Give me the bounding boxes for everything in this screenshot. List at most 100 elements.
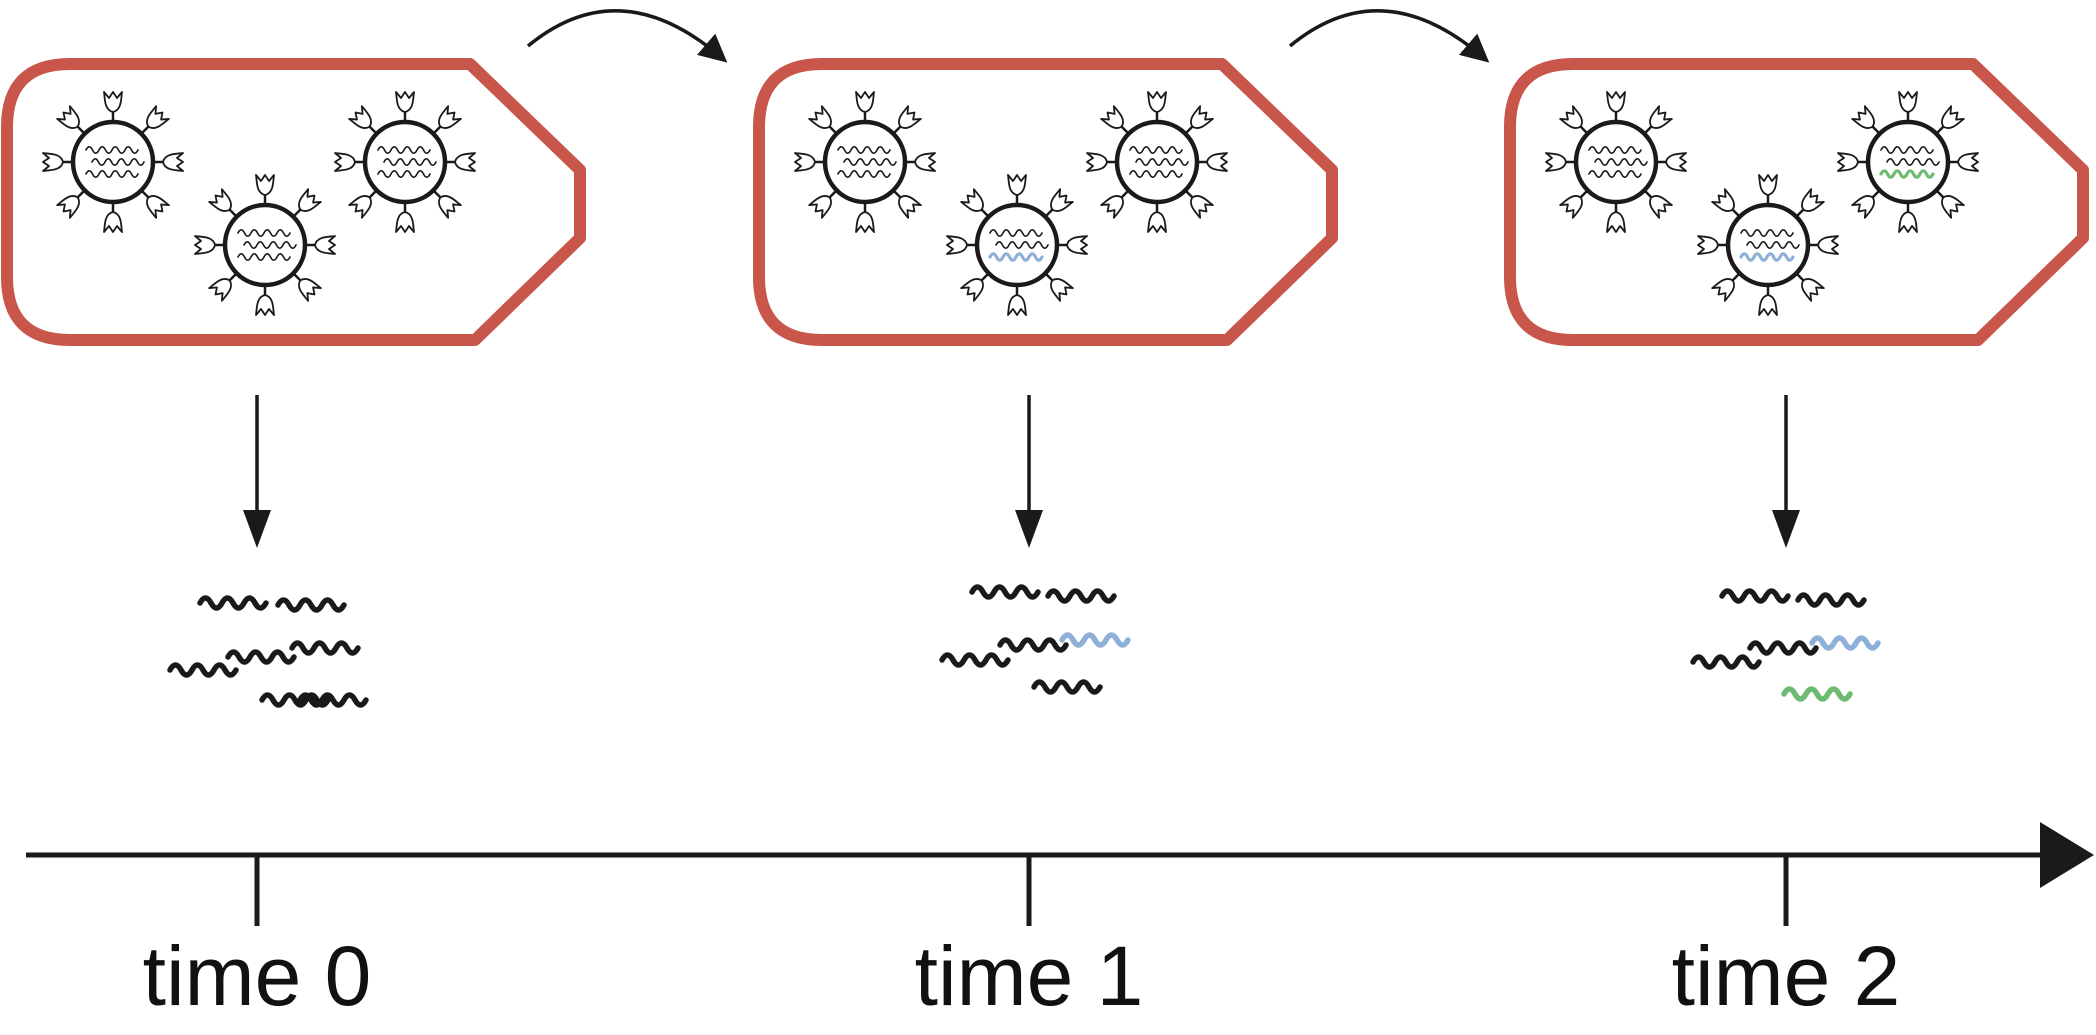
rna-strand-icon (297, 692, 369, 708)
rna-strand-icon (939, 652, 1011, 668)
genome-cluster-t1 (939, 584, 1131, 695)
spike-protein (208, 272, 238, 302)
virus-envelope (1865, 119, 1951, 205)
sample-panel-t1 (753, 58, 1338, 346)
spike-protein (1100, 105, 1130, 135)
extraction-arrows (243, 395, 1800, 548)
sample-panels (1, 58, 2089, 346)
rna-strand-icon (1739, 252, 1795, 262)
virus-envelope (70, 119, 156, 205)
rna-strand-icon (1781, 686, 1853, 702)
time-label-2: time 2 (1672, 929, 1901, 1023)
rna-strand-icon (237, 253, 291, 261)
spike-protein (103, 202, 123, 233)
curved-arrow-icon (1288, 9, 1490, 63)
spike-protein (395, 202, 415, 233)
rna-strand-icon (1747, 640, 1819, 656)
virus-envelope (362, 119, 448, 205)
curved-arrow-icon (526, 9, 728, 63)
rna-strand-icon (377, 170, 431, 178)
rna-strand-icon (1594, 158, 1648, 166)
rna-strand-icon (1135, 158, 1189, 166)
rna-strand-icon (837, 170, 891, 178)
rna-strand-icon (377, 146, 431, 154)
virus-particle-icon (1086, 91, 1228, 233)
spike-protein (1697, 235, 1728, 255)
rna-strand-icon (995, 241, 1049, 249)
rna-strand-icon (383, 158, 437, 166)
rna-strand-icon (1740, 229, 1794, 237)
rna-strand-icon (1031, 679, 1103, 695)
rna-strand-icon (197, 595, 269, 611)
virus-particle-icon (334, 91, 476, 233)
spike-protein (1643, 105, 1673, 135)
genome-cluster-t0 (167, 595, 369, 708)
spike-protein (103, 91, 123, 122)
spike-protein (194, 235, 225, 255)
spike-protein (1758, 174, 1778, 205)
spike-protein (808, 105, 838, 135)
rna-strand-icon (1719, 588, 1791, 604)
rna-strand-icon (1059, 632, 1131, 648)
spike-protein (1808, 235, 1839, 255)
virus-envelope (822, 119, 908, 205)
spike-protein (1197, 152, 1228, 172)
rna-strand-icon (1588, 170, 1642, 178)
rna-strand-icon (837, 146, 891, 154)
virus-particle-icon (1837, 91, 1979, 233)
spike-protein (255, 285, 275, 316)
rna-strand-icon (1795, 592, 1867, 608)
rna-strand-icon (969, 584, 1041, 600)
virus-particle-icon (42, 91, 184, 233)
rna-strand-icon (843, 158, 897, 166)
virus-envelope (1573, 119, 1659, 205)
sample-panel-t2 (1504, 58, 2089, 346)
rna-strand-icon (237, 229, 291, 237)
rna-strand-icon (91, 158, 145, 166)
rna-strand-icon (243, 241, 297, 249)
spike-protein (1656, 152, 1687, 172)
virus-envelope (974, 202, 1060, 288)
spike-protein (905, 152, 936, 172)
rna-strand-icon (1129, 146, 1183, 154)
down-arrow-icon (243, 395, 271, 548)
spike-protein (1007, 285, 1027, 316)
spike-protein (1837, 152, 1868, 172)
down-arrow-icon (1772, 395, 1800, 548)
spike-protein (334, 152, 365, 172)
timeline-arrowhead (2040, 822, 2094, 888)
rna-strand-icon (989, 229, 1043, 237)
rna-strand-icon (275, 597, 347, 613)
spike-protein (1935, 105, 1965, 135)
virus-envelope (1114, 119, 1200, 205)
rna-strand-icon (85, 170, 139, 178)
rna-strand-icon (1809, 635, 1881, 651)
rna-strand-icon (988, 252, 1044, 262)
spike-protein (305, 235, 336, 255)
rna-strand-icon (1690, 654, 1762, 670)
rna-strand-icon (1879, 169, 1935, 179)
virus-particle-icon (794, 91, 936, 233)
spike-protein (1606, 202, 1626, 233)
spike-protein (1147, 202, 1167, 233)
spike-protein (1758, 285, 1778, 316)
rna-strand-icon (225, 649, 297, 665)
virus-envelope (1725, 202, 1811, 288)
virus-particle-icon (194, 174, 336, 316)
spike-protein (1007, 174, 1027, 205)
virus-particle-icon (1545, 91, 1687, 233)
spike-protein (42, 152, 73, 172)
spike-protein (1545, 152, 1576, 172)
spike-protein (855, 91, 875, 122)
virus-envelope (222, 202, 308, 288)
spike-protein (1898, 91, 1918, 122)
rna-strand-icon (85, 146, 139, 154)
spike-protein (1948, 152, 1979, 172)
rna-strand-icon (1746, 241, 1800, 249)
spike-protein (1086, 152, 1117, 172)
virus-particle-icon (1697, 174, 1839, 316)
sample-container-outline (753, 58, 1338, 346)
spike-protein (1057, 235, 1088, 255)
rna-strand-icon (167, 662, 239, 678)
